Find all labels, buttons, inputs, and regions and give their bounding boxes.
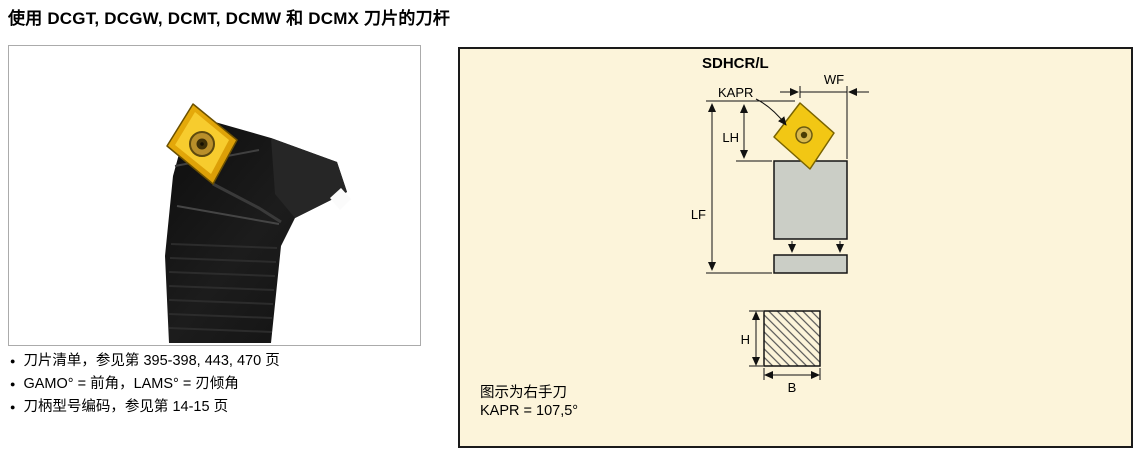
dim-label-lh: LH <box>722 130 739 145</box>
dim-label-h: H <box>741 332 750 347</box>
dim-label-kapr: KAPR <box>718 85 753 100</box>
note-text: 刀柄型号编码，参见第 14-15 页 <box>23 399 229 415</box>
dim-label-b: B <box>788 380 797 395</box>
dimension-drawing: LF LH WF KAPR H B <box>691 72 869 395</box>
shank-lower <box>773 254 848 274</box>
insert-diagram-screw-torx <box>800 131 808 139</box>
product-photo <box>8 45 421 346</box>
dim-label-lf: LF <box>691 207 706 222</box>
diagram-footnote-kapr: KAPR = 107,5° <box>480 403 579 419</box>
diagram-footnote-hand: 图示为右手刀 <box>480 385 567 401</box>
note-item: 刀柄型号编码，参见第 14-15 页 <box>10 396 280 419</box>
dim-label-wf: WF <box>824 72 844 87</box>
toolholder-head-facet <box>271 138 347 218</box>
shank-upper <box>773 160 848 240</box>
diagram-title: SDHCR/L <box>702 55 769 72</box>
note-text: GAMO° = 前角，LAMS° = 刃倾角 <box>23 376 239 392</box>
head-corner-notch <box>330 188 351 210</box>
notes-list: 刀片清单，参见第 395-398, 443, 470 页 GAMO° = 前角，… <box>10 350 280 419</box>
note-item: GAMO° = 前角，LAMS° = 刃倾角 <box>10 373 280 396</box>
note-text: 刀片清单，参见第 395-398, 443, 470 页 <box>23 353 280 369</box>
toolholder-edge-highlight <box>212 182 282 224</box>
note-item: 刀片清单，参见第 395-398, 443, 470 页 <box>10 350 280 373</box>
cross-section <box>763 310 821 367</box>
kapr-leader-arc <box>755 98 787 126</box>
toolholder-photo-illustration <box>165 103 351 343</box>
insert-screw-center <box>200 142 204 146</box>
diagram-panel: SDHCR/L LF LH <box>458 47 1133 448</box>
machining-streaks <box>168 149 280 333</box>
page-title: 使用 DCGT, DCGW, DCMT, DCMW 和 DCMX 刀片的刀杆 <box>8 9 451 28</box>
